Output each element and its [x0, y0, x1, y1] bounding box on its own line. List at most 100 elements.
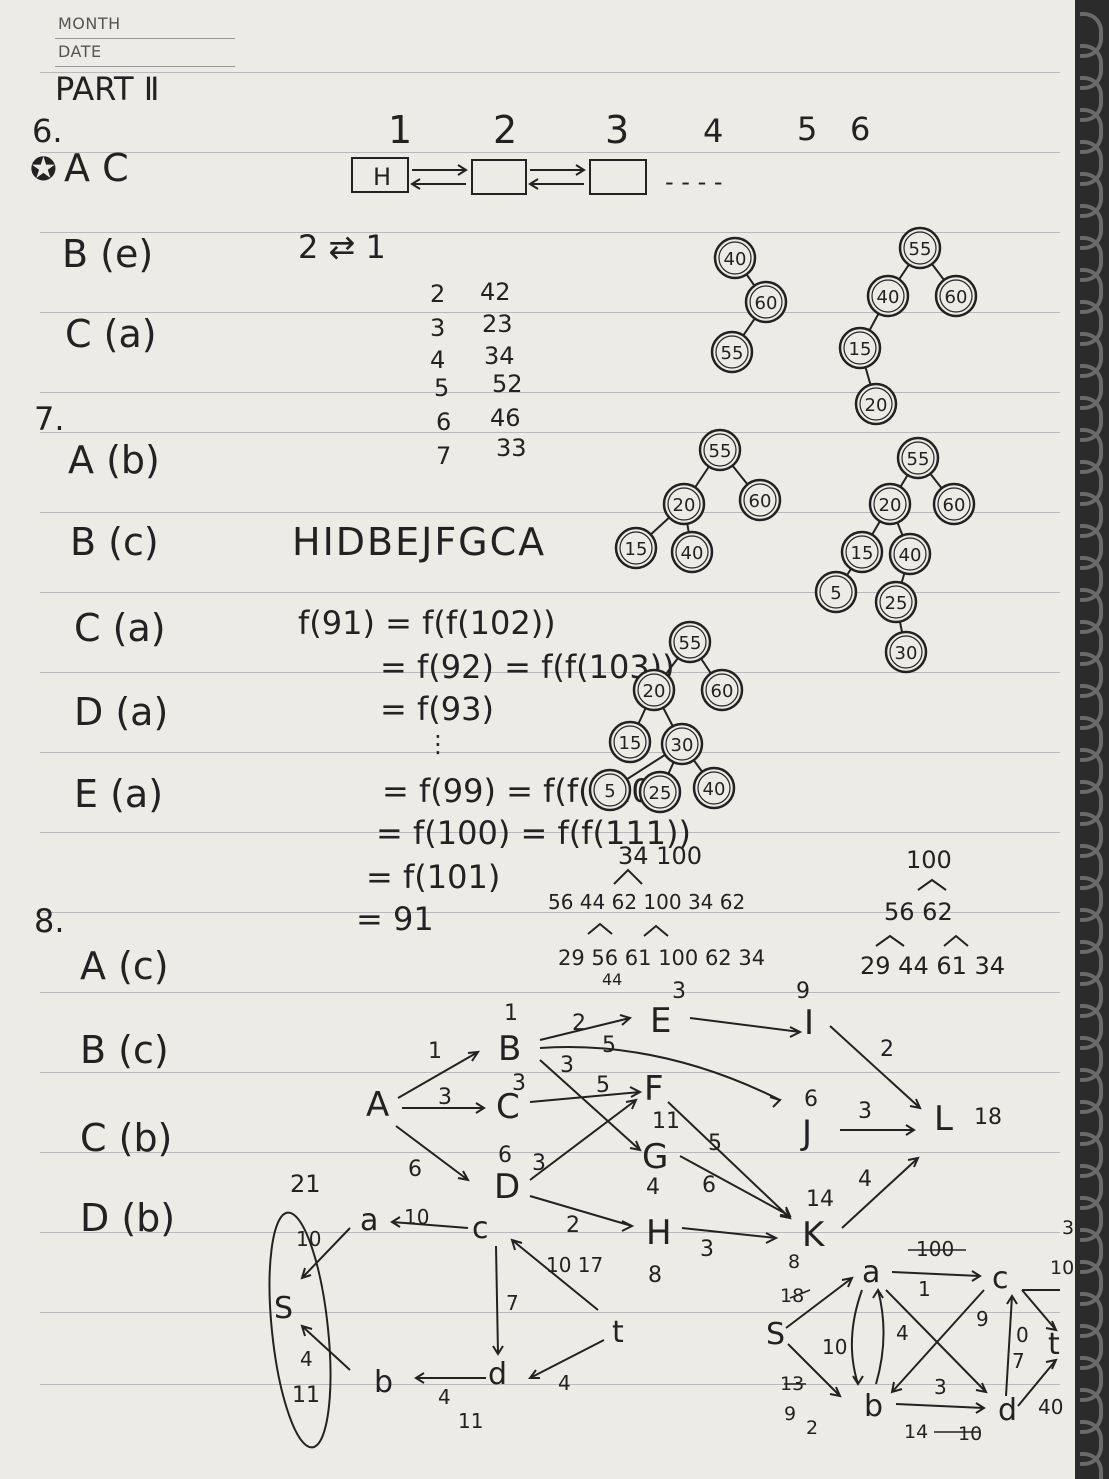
tree-node — [874, 580, 918, 624]
q6-b-note: 2 ⇄ 1 — [298, 228, 386, 266]
list-arrow — [412, 164, 468, 176]
graph3-node: S — [766, 1317, 785, 1352]
q7-answer-c: C (a) — [74, 606, 166, 650]
tree-node — [884, 630, 928, 674]
q6-col-5: 5 — [797, 110, 818, 148]
q8-answer-c: C (b) — [80, 1116, 173, 1160]
graph2-weight: 10 — [404, 1205, 429, 1229]
tree-node-label: 55 — [679, 633, 702, 654]
graph1-weight: 2 — [572, 1011, 586, 1036]
tree-node — [588, 768, 632, 812]
tree-node-label: 40 — [899, 545, 922, 566]
tree-node-label: 55 — [909, 239, 932, 260]
tree-node — [698, 428, 742, 472]
graph2-label: 11 — [292, 1383, 320, 1408]
tree-node-label: 55 — [907, 449, 930, 470]
graph1-weight: 6 — [702, 1173, 716, 1198]
graph1-distance: 1 — [504, 1001, 518, 1026]
q6-col-2: 2 — [493, 108, 518, 152]
tree-node — [896, 436, 940, 480]
tree-node — [700, 668, 744, 712]
q8-number: 8. — [34, 902, 65, 940]
graph1-distance: 18 — [974, 1105, 1002, 1130]
tree-node-label: 40 — [724, 249, 747, 270]
graph3-weight: 4 — [896, 1321, 909, 1345]
tree-node — [670, 530, 714, 574]
tree-node — [660, 722, 704, 766]
tree-node — [814, 570, 858, 614]
graph1-weight: 5 — [602, 1033, 616, 1058]
q6-col-1: 1 — [388, 108, 413, 152]
graph1-weight: 2 — [566, 1213, 580, 1238]
traversal-sequence: HIDBEJFGCA — [292, 520, 547, 564]
graph2-node: t — [612, 1315, 624, 1350]
tree-node-label: 40 — [703, 779, 726, 800]
table-value: 46 — [490, 404, 521, 432]
graph3-label: 3 — [1062, 1217, 1074, 1239]
graph3-label: 18 — [780, 1285, 804, 1307]
tree-node — [888, 532, 932, 576]
heap1-bot: 29 56 61 100 62 34 — [558, 946, 766, 970]
tree-node — [614, 526, 658, 570]
graph3-weight: 0 — [1016, 1323, 1029, 1347]
work-line: = 91 — [356, 900, 434, 938]
tree-node-label: 20 — [643, 681, 666, 702]
tree-node — [838, 326, 882, 370]
graph3-label: 9 — [784, 1403, 796, 1425]
graph1-node: H — [646, 1213, 672, 1253]
graph3-weight: 10 — [822, 1335, 847, 1359]
tree-node — [638, 770, 682, 814]
graph1-weight: 6 — [408, 1157, 422, 1182]
q6-answer-a: A C — [64, 146, 129, 190]
graph3-label: 2 — [806, 1417, 818, 1439]
work-line: f(91) = f(f(102)) — [298, 604, 556, 642]
q7-answer-e: E (a) — [74, 772, 164, 816]
graph2-node: a — [360, 1203, 378, 1238]
table-key: 6 — [436, 408, 452, 436]
tree-node — [632, 668, 676, 712]
q6-col-3: 3 — [605, 108, 630, 152]
graph1-weight: 2 — [880, 1037, 894, 1062]
list-continuation: - - - - — [665, 168, 723, 196]
graph1-distance: 9 — [796, 979, 810, 1004]
graph1-distance: 6 — [498, 1143, 512, 1168]
table-value: 52 — [492, 370, 523, 398]
tree-node-label: 40 — [877, 287, 900, 308]
list-node-3 — [589, 159, 647, 195]
graph1-node: F — [644, 1069, 664, 1109]
table-value: 33 — [496, 434, 527, 462]
list-node-2 — [471, 159, 527, 195]
graph3-label: 8 — [788, 1251, 800, 1273]
q7-answer-a: A (b) — [68, 438, 160, 482]
tree-node — [840, 530, 884, 574]
q8-answer-d: D (b) — [80, 1196, 176, 1240]
q7-number: 7. — [34, 400, 65, 438]
tree-node-label: 60 — [943, 495, 966, 516]
q8-answer-b: B (c) — [80, 1028, 169, 1072]
graph2-label: 21 — [290, 1170, 321, 1198]
tree-node — [668, 620, 712, 664]
q6-col-4: 4 — [703, 112, 724, 150]
graph3-weight: 1 — [918, 1277, 931, 1301]
tree-node-label: 40 — [681, 543, 704, 564]
q6-answer-b: B (e) — [62, 232, 154, 276]
graph1-node: A — [366, 1085, 389, 1125]
graph1-weight: 3 — [532, 1151, 546, 1176]
tree-node-label: 20 — [865, 395, 888, 416]
q7-answer-d: D (a) — [74, 690, 169, 734]
tree-node-label: 20 — [673, 495, 696, 516]
heap1-mid: 56 44 62 100 34 62 — [548, 890, 746, 914]
tree-node-label: 20 — [879, 495, 902, 516]
graph3-node: c — [992, 1261, 1009, 1296]
graph3-label: 14 — [904, 1421, 928, 1443]
work-line: = f(101) — [366, 858, 501, 896]
tree-node-label: 30 — [895, 643, 918, 664]
binding-ring — [1080, 1452, 1103, 1479]
graph1-weight: 3 — [438, 1085, 452, 1110]
tree-node — [932, 482, 976, 526]
graph2-weight: 4 — [558, 1371, 571, 1395]
